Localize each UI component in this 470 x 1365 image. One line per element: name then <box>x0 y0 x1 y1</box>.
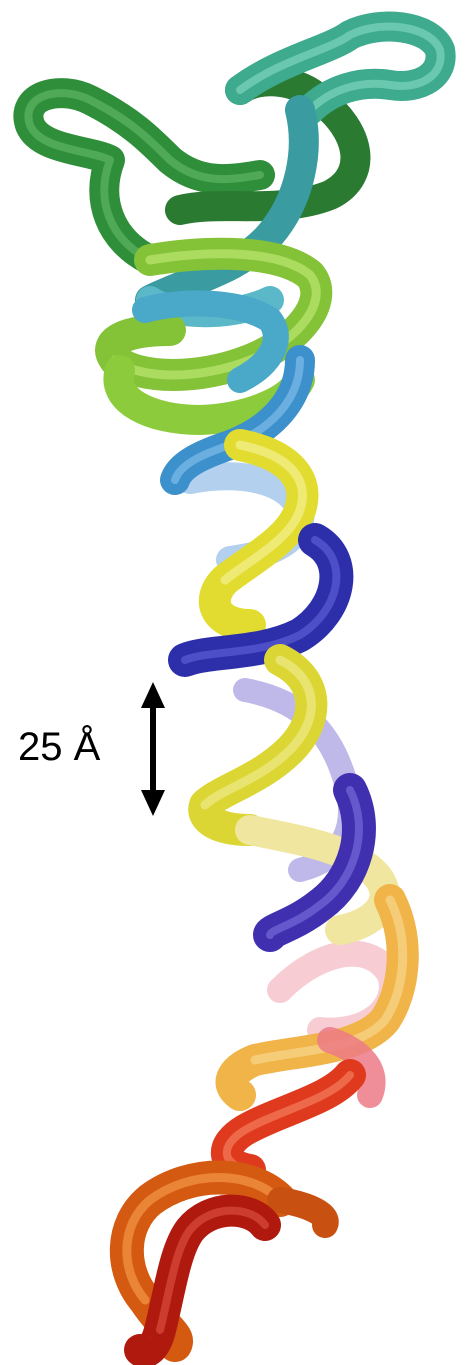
top-loop-region <box>28 27 440 314</box>
mid-helix-region <box>185 445 336 830</box>
dark-orange-tail <box>280 1200 326 1225</box>
lower-helix-region <box>232 790 403 1095</box>
scale-bar-arrow <box>141 682 165 816</box>
bottom-helix-region <box>127 1075 350 1352</box>
scale-bar-label: 25 Å <box>18 723 100 771</box>
scale-arrow-up-head <box>141 682 165 708</box>
scale-arrow-down-head <box>141 790 165 816</box>
